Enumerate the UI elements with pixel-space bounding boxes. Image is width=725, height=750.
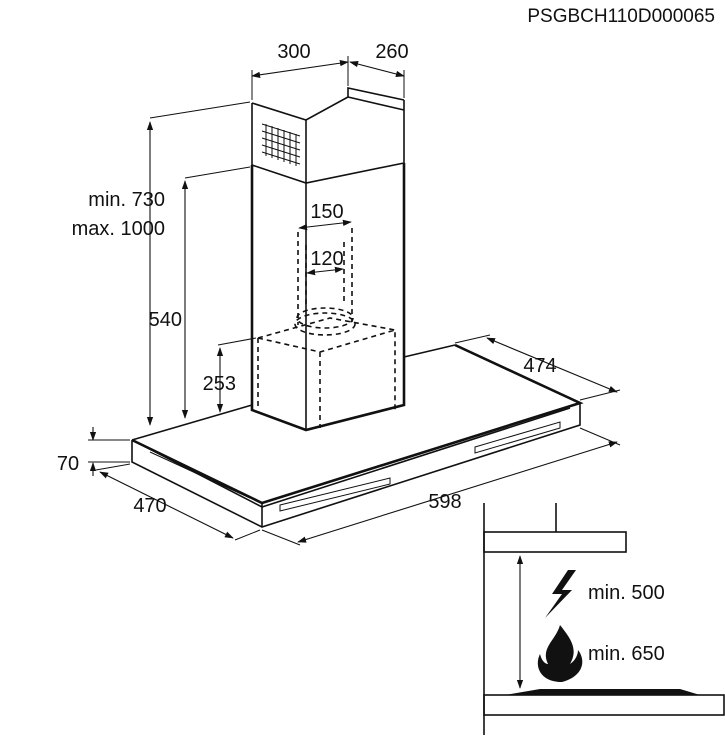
dim-chimney-width: 300 [251, 41, 349, 100]
dim-box-height: 253 [203, 337, 257, 413]
lightning-icon [545, 570, 576, 618]
dim-chimney-depth: 260 [349, 41, 409, 98]
chimney [250, 87, 406, 432]
electric-clearance: min. 500 [588, 582, 665, 604]
svg-text:598: 598 [428, 491, 461, 513]
dim-inner-height: 540 [149, 166, 251, 419]
dim-outlet-outer: 150 [298, 201, 352, 231]
dim-outlet-inner: 120 [306, 248, 344, 276]
canopy [131, 343, 584, 528]
dim-canopy-width: 598 [261, 427, 621, 546]
svg-text:min. 730: min. 730 [88, 189, 165, 211]
svg-text:540: 540 [149, 309, 182, 331]
clearance-inset: min. 500 min. 650 [483, 503, 725, 735]
svg-text:474: 474 [523, 355, 556, 377]
svg-text:150: 150 [310, 201, 343, 223]
vent-grille [261, 123, 301, 166]
flame-icon [537, 625, 583, 682]
svg-text:max. 1000: max. 1000 [72, 218, 165, 240]
dim-canopy-thickness: 70 [57, 427, 130, 476]
svg-text:260: 260 [375, 41, 408, 63]
gas-clearance: min. 650 [588, 643, 665, 665]
svg-text:253: 253 [203, 373, 236, 395]
model-code: PSGBCH110D000065 [527, 6, 715, 27]
svg-text:470: 470 [133, 495, 166, 517]
svg-text:300: 300 [277, 41, 310, 63]
dim-canopy-depth-front: 470 [95, 463, 261, 541]
svg-text:70: 70 [57, 453, 79, 475]
dim-total-height: min. 730 max. 1000 [72, 101, 251, 426]
svg-text:120: 120 [310, 248, 343, 270]
dim-canopy-depth-back: 474 [454, 334, 621, 401]
